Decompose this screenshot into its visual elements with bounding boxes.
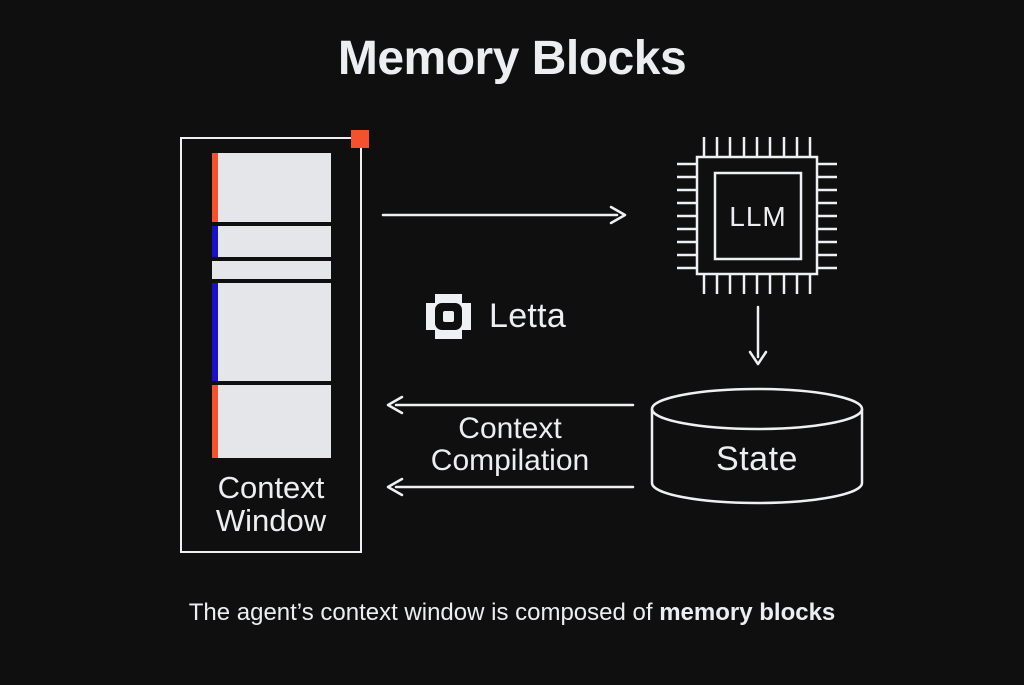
context-window-label-line2: Window (215, 503, 327, 538)
memory-block-blue (212, 226, 331, 257)
state-database-icon: State (650, 387, 864, 505)
memory-block-orange (212, 385, 331, 458)
caption: The agent’s context window is composed o… (0, 599, 1024, 627)
page-title: Memory Blocks (337, 32, 687, 85)
memory-block-stack (212, 153, 331, 458)
caption-text: The agent’s context window is composed o… (188, 599, 660, 626)
context-window-label-line1: Context (217, 470, 325, 505)
memory-block-blue (212, 283, 331, 381)
memory-block-orange (212, 153, 331, 222)
context-compilation-label: Context Compilation (385, 413, 635, 477)
letta-logo: Letta (426, 294, 566, 339)
letta-logo-text: Letta (489, 297, 567, 335)
memory-block-none (212, 261, 331, 279)
arrow-state-to-context-bottom (386, 477, 635, 497)
arrow-llm-to-state (748, 305, 768, 366)
arrow-state-to-context-top (386, 395, 635, 415)
context-window-box: Context Window (180, 130, 369, 553)
caption-bold-text: memory blocks (659, 599, 836, 626)
letta-logo-icon (426, 294, 471, 339)
arrow-context-to-llm (381, 205, 627, 225)
state-label: State (716, 440, 798, 478)
llm-chip-label: LLM (729, 201, 786, 232)
context-compilation-line2: Compilation (430, 444, 590, 477)
letta-icon-center-dot (443, 311, 454, 322)
llm-chip-icon: LLM (677, 137, 837, 294)
corner-marker-square (351, 130, 369, 148)
context-compilation-line1: Context (458, 412, 562, 445)
context-window-label: Context Window (182, 471, 360, 537)
